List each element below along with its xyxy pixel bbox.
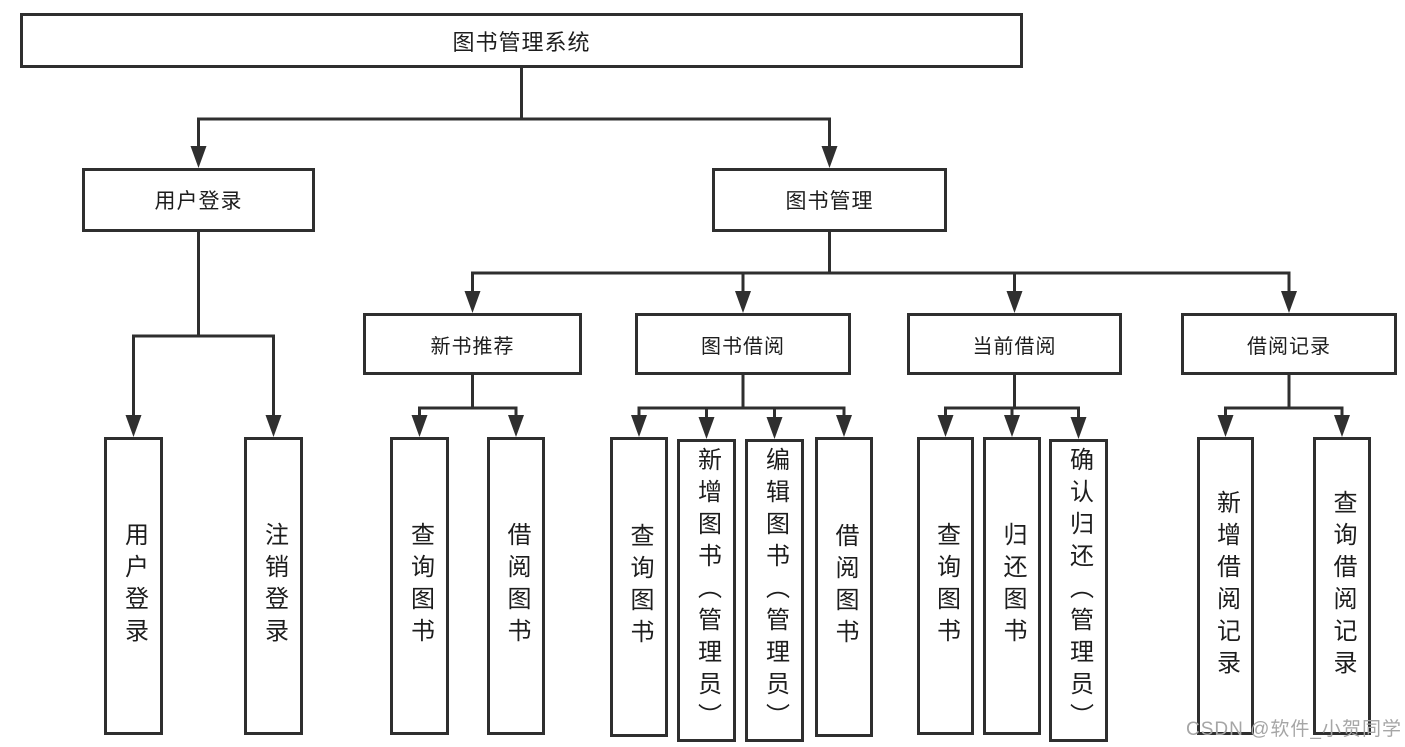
leaf-add-book-admin: 新增图书（管理员） bbox=[677, 439, 736, 742]
leaf-user-login: 用户登录 bbox=[104, 437, 163, 735]
leaf-return-book: 归还图书 bbox=[983, 437, 1041, 735]
node-borrowing-records: 借阅记录 bbox=[1181, 313, 1397, 375]
node-user-login: 用户登录 bbox=[82, 168, 315, 232]
leaf-confirm-return-admin: 确认归还（管理员） bbox=[1049, 439, 1108, 742]
leaf-add-borrow-record-label: 新增借阅记录 bbox=[1212, 490, 1240, 682]
leaf-query-books-recommend: 查询图书 bbox=[390, 437, 449, 735]
node-book-management: 图书管理 bbox=[712, 168, 947, 232]
leaf-edit-book-admin-label: 编辑图书（管理员） bbox=[761, 446, 789, 735]
leaf-query-books-current: 查询图书 bbox=[917, 437, 974, 735]
node-book-borrowing-label: 图书借阅 bbox=[701, 335, 785, 358]
leaf-query-books-recommend-label: 查询图书 bbox=[406, 522, 434, 650]
leaf-add-book-admin-label: 新增图书（管理员） bbox=[693, 446, 721, 735]
leaf-query-borrow-record-label: 查询借阅记录 bbox=[1329, 490, 1356, 682]
leaf-query-books-borrowing: 查询图书 bbox=[610, 437, 668, 737]
leaf-logout: 注销登录 bbox=[244, 437, 303, 735]
leaf-add-borrow-record: 新增借阅记录 bbox=[1197, 437, 1254, 735]
node-user-login-label: 用户登录 bbox=[154, 190, 243, 213]
node-book-management-label: 图书管理 bbox=[785, 190, 874, 213]
leaf-borrow-books-borrowing-label: 借阅图书 bbox=[831, 523, 858, 651]
node-current-borrowing-label: 当前借阅 bbox=[972, 335, 1057, 358]
leaf-return-book-label: 归还图书 bbox=[999, 522, 1026, 650]
leaf-confirm-return-admin-label: 确认归还（管理员） bbox=[1065, 446, 1093, 735]
node-library-system: 图书管理系统 bbox=[20, 13, 1023, 68]
node-new-book-recommend-label: 新书推荐 bbox=[430, 335, 515, 358]
node-book-borrowing: 图书借阅 bbox=[635, 313, 851, 375]
leaf-query-books-borrowing-label: 查询图书 bbox=[626, 523, 653, 651]
node-new-book-recommend: 新书推荐 bbox=[363, 313, 582, 375]
leaf-edit-book-admin: 编辑图书（管理员） bbox=[745, 439, 804, 742]
leaf-borrow-books-borrowing: 借阅图书 bbox=[815, 437, 873, 737]
leaf-logout-label: 注销登录 bbox=[260, 522, 288, 650]
leaf-query-books-current-label: 查询图书 bbox=[932, 522, 960, 650]
leaf-borrow-books-recommend: 借阅图书 bbox=[487, 437, 545, 735]
leaf-borrow-books-recommend-label: 借阅图书 bbox=[503, 522, 530, 650]
node-borrowing-records-label: 借阅记录 bbox=[1247, 335, 1331, 358]
leaf-user-login-label: 用户登录 bbox=[120, 522, 148, 650]
arrowheads bbox=[125, 146, 1350, 439]
node-library-system-label: 图书管理系统 bbox=[452, 29, 591, 55]
leaf-query-borrow-record: 查询借阅记录 bbox=[1313, 437, 1371, 735]
csdn-watermark: CSDN @软件_小贺同学 bbox=[1186, 719, 1402, 740]
node-current-borrowing: 当前借阅 bbox=[907, 313, 1122, 375]
